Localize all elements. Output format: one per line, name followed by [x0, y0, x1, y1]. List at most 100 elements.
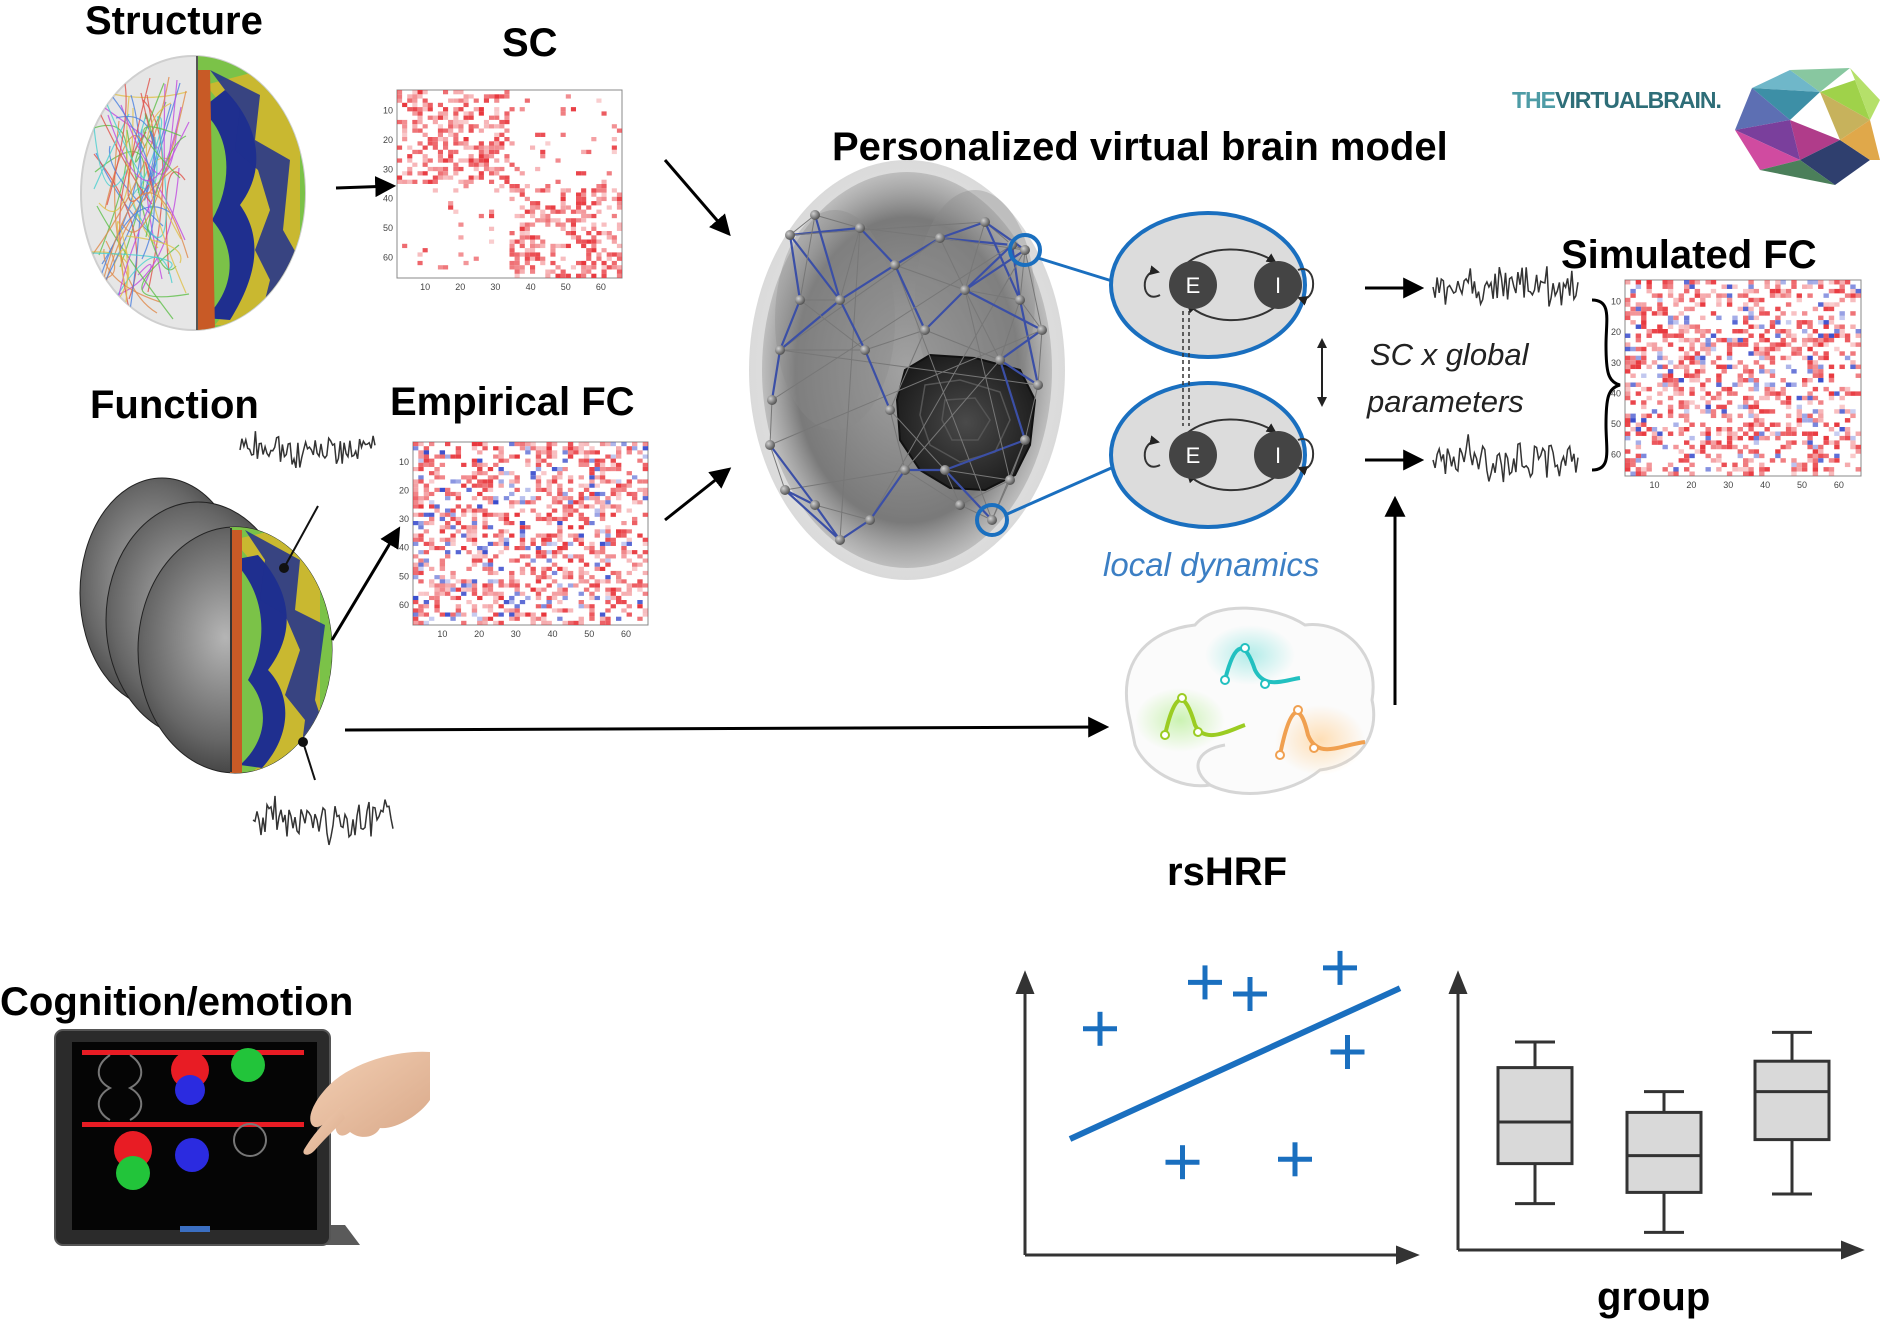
node-i-label: I: [1275, 273, 1281, 298]
node-e-label: E: [1186, 273, 1201, 298]
rshrf-label: rsHRF: [1167, 850, 1287, 894]
structure-label: Structure: [85, 0, 263, 43]
node-e-label: E: [1186, 443, 1201, 468]
network-node: [900, 465, 910, 475]
network-node: [885, 405, 895, 415]
scatter-plus-marker: [1278, 1142, 1312, 1177]
matrix-tick-label: 10: [383, 106, 393, 116]
simulated-signal-trace: [1432, 266, 1579, 307]
scatter-plus-marker: [1330, 1035, 1365, 1069]
matrix-tick-label: 30: [1723, 480, 1733, 490]
scatter-plot: [1015, 950, 1420, 1265]
scatter-plus-marker: [1188, 965, 1222, 1000]
network-node: [767, 395, 777, 405]
model-title: Personalized virtual brain model: [832, 125, 1448, 169]
matrix-tick-label: 10: [1611, 297, 1621, 307]
matrix-tick-label: 20: [1611, 327, 1621, 337]
excitatory-node: [1169, 261, 1217, 309]
excitatory-node: [1169, 431, 1217, 479]
network-node: [860, 345, 870, 355]
task-ball: [116, 1156, 150, 1190]
zoom-line: [1004, 463, 1119, 517]
network-node: [865, 515, 875, 525]
matrix-tick-label: 10: [420, 282, 430, 292]
rshrf-brain-image: [1124, 606, 1376, 795]
matrix-tick-label: 60: [383, 252, 393, 262]
arrow-function-to-fc: [330, 526, 401, 641]
matrix-tick-label: 30: [1611, 358, 1621, 368]
scatter-plus-marker: [1165, 1145, 1200, 1180]
matrix-tick-label: 60: [621, 629, 631, 639]
boxes: [1496, 1030, 1831, 1234]
arrow-structure-to-sc: [335, 176, 397, 198]
pointing-hand: [303, 1051, 430, 1155]
matrix-tick-label: 50: [1797, 480, 1807, 490]
pointer-dot: [298, 737, 308, 747]
matrix-tick-label: 30: [490, 282, 500, 292]
arrow-sc-to-model: [663, 159, 731, 237]
network-node: [810, 500, 820, 510]
node-i-label: I: [1275, 443, 1281, 468]
network-node: [1020, 245, 1030, 255]
matrix-tick-label: 10: [1649, 480, 1659, 490]
connectome-network: [765, 210, 1047, 545]
matrix-tick-label: 20: [455, 282, 465, 292]
sc-label: SC: [502, 21, 558, 65]
network-node: [795, 295, 805, 305]
matrix-tick-label: 30: [399, 514, 409, 524]
network-node: [940, 465, 950, 475]
bold-signal-trace: [239, 431, 376, 469]
matrix-tick-label: 20: [399, 486, 409, 496]
highlight-node-circle: [1008, 233, 1042, 267]
box-group: [1753, 1030, 1831, 1196]
pointer-line: [283, 505, 319, 569]
matrix-tick-label: 60: [399, 600, 409, 610]
simulated-fc-label: Simulated FC: [1561, 233, 1817, 277]
tractography-fibers: [89, 71, 190, 320]
simulated-signal-trace: [1432, 434, 1579, 483]
matrix-tick-label: 40: [547, 629, 557, 639]
function-label: Function: [90, 383, 259, 427]
matrix-tick-label: 30: [383, 164, 393, 174]
logo-brain-icon: [1735, 68, 1880, 185]
group-label: group: [1597, 1275, 1710, 1319]
logo-text: THEVIRTUALBRAIN.: [1512, 87, 1721, 113]
parameters-label: parameters: [1366, 384, 1524, 419]
matrix-tick-label: 40: [526, 282, 536, 292]
network-node: [955, 500, 965, 510]
network-node: [775, 345, 785, 355]
matrix-tick-label: 40: [1760, 480, 1770, 490]
matrix-tick-label: 10: [437, 629, 447, 639]
network-node: [987, 515, 997, 525]
matrix-tick-label: 50: [584, 629, 594, 639]
network-node: [835, 295, 845, 305]
pointer-line: [302, 741, 316, 781]
matrix-tick-label: 20: [474, 629, 484, 639]
scatter-plus-marker: [1323, 950, 1357, 985]
network-node: [1015, 295, 1025, 305]
matrix-tick-label: 40: [383, 194, 393, 204]
matrix-tick-label: 20: [383, 135, 393, 145]
matrix-tick-label: 50: [1611, 419, 1621, 429]
neural-mass-top: E I: [1109, 211, 1315, 359]
matrix-tick-label: 50: [561, 282, 571, 292]
network-node: [835, 535, 845, 545]
matrix-tick-label: 30: [511, 629, 521, 639]
network-node: [1037, 325, 1047, 335]
task-ball: [175, 1138, 209, 1172]
neural-mass-bottom: E I: [1109, 381, 1315, 529]
arrow-fc-to-model: [664, 467, 732, 522]
network-node: [765, 440, 775, 450]
network-node: [1020, 435, 1030, 445]
inhibitory-node: [1254, 431, 1302, 479]
thevirtualbrain-logo: THEVIRTUALBRAIN.: [1512, 68, 1880, 185]
network-node: [980, 217, 990, 227]
network-node: [960, 285, 970, 295]
network-node: [855, 223, 865, 233]
empirical-fc-label: Empirical FC: [390, 380, 635, 424]
network-node: [1005, 475, 1015, 485]
